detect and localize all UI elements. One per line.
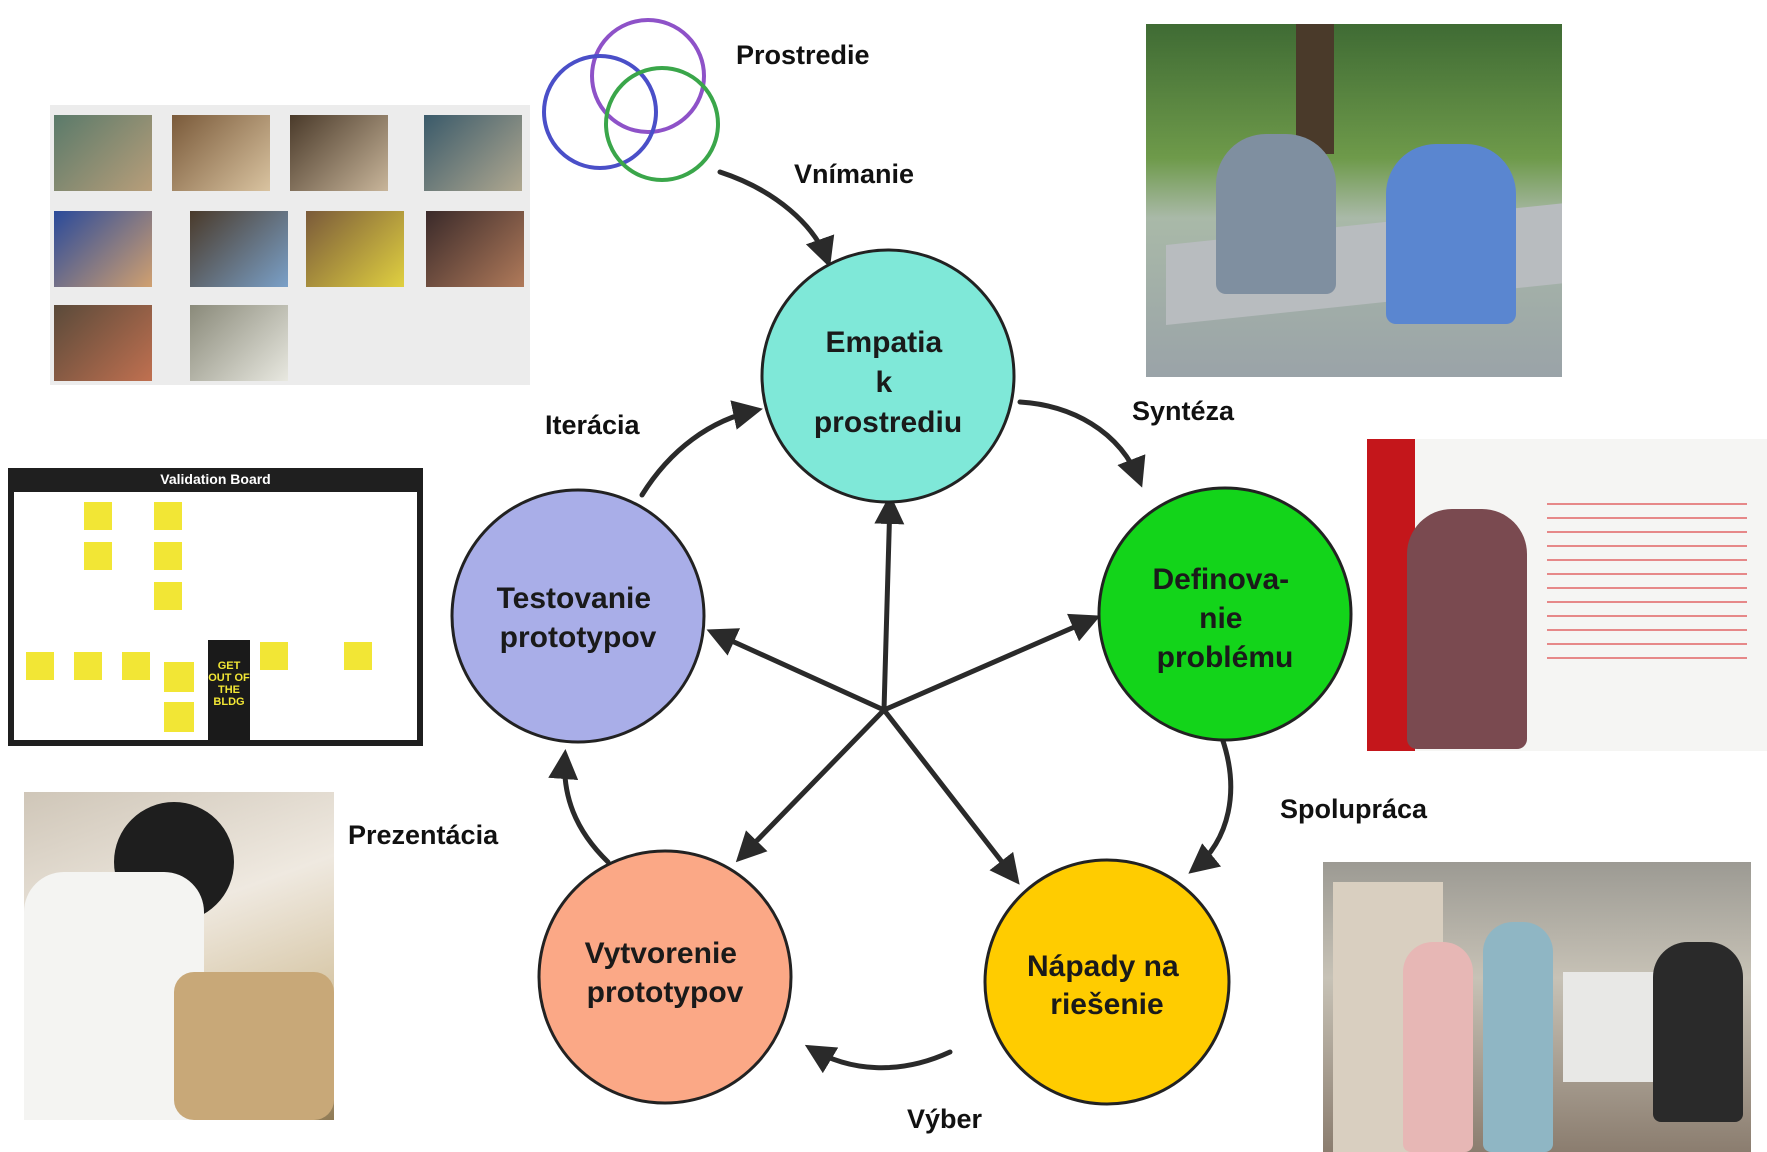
- workshop-photo: [1323, 862, 1751, 1152]
- arrow-vyber: [804, 1044, 953, 1074]
- arrow-spolupraca: [1188, 735, 1234, 874]
- sticky-note: [164, 662, 194, 692]
- get-out-text: GET OUT OF THE BLDG: [208, 660, 250, 708]
- label-vnimanie: Vnímanie: [794, 159, 914, 189]
- arrow-synteza: [1017, 399, 1146, 488]
- sticky-note: [154, 502, 182, 530]
- validation-board-grid: GET OUT OF THE BLDG: [14, 492, 417, 740]
- sticky-note: [74, 652, 102, 680]
- node-definovanie-label: Definova- nie problému: [1152, 563, 1297, 674]
- node-empatia-label: Empatia k prostrediu: [814, 326, 962, 439]
- photo-collage: [50, 105, 530, 385]
- label-prezentacia: Prezentácia: [348, 820, 499, 850]
- arrow-to-empatia: [874, 494, 905, 713]
- sticky-note: [84, 502, 112, 530]
- sticky-note: [154, 582, 182, 610]
- whiteboard-photo: [1367, 439, 1767, 751]
- collage-photo: [190, 305, 288, 381]
- arrow-to-vytvorenie: [735, 707, 887, 863]
- node-napady-label: Nápady na riešenie: [1027, 950, 1187, 1021]
- interview-photo: [1146, 24, 1562, 377]
- arrow-vnimanie: [717, 169, 835, 268]
- node-testovanie-label: Testovanie prototypov: [497, 582, 660, 654]
- label-vyber: Výber: [907, 1104, 983, 1134]
- validation-board-image: Validation Board GET OUT OF THE BLDG: [8, 468, 423, 746]
- label-spolupraca: Spolupráca: [1280, 794, 1428, 824]
- node-vytvorenie: [537, 849, 793, 1105]
- collage-photo: [190, 211, 288, 287]
- node-definovanie: [1097, 486, 1353, 742]
- sticky-note: [164, 702, 194, 732]
- node-testovanie: [450, 488, 706, 744]
- sticky-note: [122, 652, 150, 680]
- node-vytvorenie-label: Vytvorenie prototypov: [585, 937, 746, 1009]
- collage-photo: [54, 305, 152, 381]
- get-out-panel: GET OUT OF THE BLDG: [208, 640, 250, 740]
- arrow-to-testovanie: [706, 628, 887, 713]
- collage-photo: [426, 211, 524, 287]
- collage-photo: [424, 115, 522, 191]
- venn-circle: [542, 54, 658, 170]
- sticky-note: [84, 542, 112, 570]
- arrow-prezentacia: [548, 749, 611, 865]
- collage-photo: [54, 115, 152, 191]
- label-iteracia: Iterácia: [545, 410, 641, 440]
- arrow-to-napady: [881, 707, 1020, 885]
- validation-board-title: Validation Board: [160, 471, 271, 487]
- sticky-note: [344, 642, 372, 670]
- sticky-note: [260, 642, 288, 670]
- chef-photo: [24, 792, 334, 1120]
- node-napady: [983, 858, 1231, 1106]
- venn-icon: [542, 18, 720, 182]
- venn-circle: [590, 18, 706, 134]
- collage-photo: [306, 211, 404, 287]
- collage-photo: [290, 115, 388, 191]
- label-synteza: Syntéza: [1132, 396, 1235, 426]
- arrow-iteracia: [639, 400, 763, 498]
- collage-photo: [172, 115, 270, 191]
- sticky-note: [154, 542, 182, 570]
- label-prostredie: Prostredie: [736, 40, 870, 70]
- node-empatia: [760, 248, 1016, 504]
- sticky-note: [26, 652, 54, 680]
- collage-photo: [54, 211, 152, 287]
- arrow-to-definovanie: [881, 613, 1101, 713]
- venn-circle: [604, 66, 720, 182]
